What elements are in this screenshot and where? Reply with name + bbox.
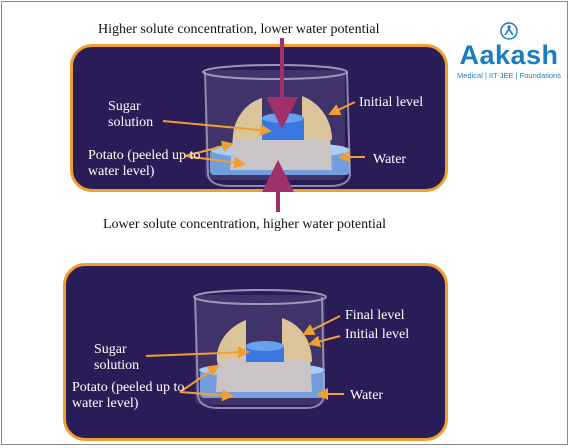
aakash-logo-icon: [500, 22, 518, 40]
label-water-bottom: Water: [350, 388, 384, 403]
potato-peeled-top: [230, 135, 332, 170]
caption-middle: Lower solute concentration, higher water…: [103, 217, 387, 232]
pointer-final-bottom: [302, 315, 341, 335]
panel-final-setup: [63, 263, 448, 441]
potato-skin-right-top: [302, 96, 332, 140]
beaker-top: [202, 64, 352, 187]
logo-tagline: Medical | IIT-JEE | Foundations: [457, 71, 561, 80]
pointer-potato-bottom-b: [179, 389, 234, 402]
label-sugar-solution-bottom: Sugar solution: [94, 342, 140, 373]
pointer-potato-bottom-a: [179, 364, 220, 393]
beaker-bottom: [193, 289, 327, 409]
label-final-level-bottom: Final level: [345, 308, 405, 323]
pointer-potato-top-a: [184, 140, 234, 157]
aakash-logo: Aakash Medical | IIT-JEE | Foundations: [456, 22, 562, 84]
label-potato-bottom: Potato (peeled up to water level): [72, 380, 185, 411]
pointer-initial-bottom: [308, 335, 341, 348]
pointer-initial-top: [328, 101, 356, 116]
pointer-sugar-top: [162, 120, 272, 137]
caption-top: Higher solute concentration, lower water…: [98, 22, 380, 37]
label-initial-level-top: Initial level: [359, 95, 424, 110]
logo-name: Aakash: [459, 40, 559, 70]
label-sugar-solution-top: Sugar solution: [108, 99, 154, 130]
potato-skin-right-bottom: [282, 318, 312, 362]
potato-peeled-bottom: [216, 355, 312, 392]
label-potato-top: Potato (peeled up to water level): [88, 148, 201, 179]
pointer-potato-top-b: [184, 155, 246, 169]
label-water-top: Water: [373, 152, 407, 167]
pointer-sugar-bottom: [145, 346, 250, 359]
label-initial-level-bottom: Initial level: [345, 327, 410, 342]
